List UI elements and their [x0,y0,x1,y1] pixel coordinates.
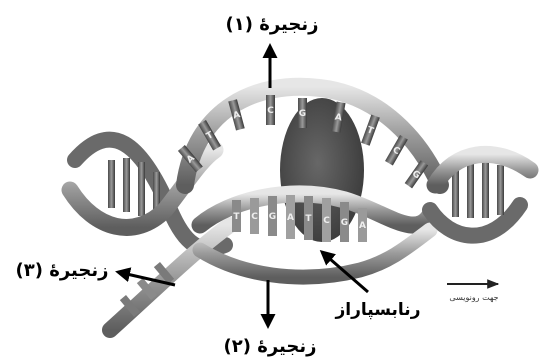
rung [482,160,489,218]
base [286,195,295,239]
base [228,99,245,131]
label-strand-2: زنجیرهٔ (۲) [224,280,317,357]
base-letter: T [305,214,312,224]
base-letter: A [334,113,343,124]
strand-3-rna [102,217,238,338]
right-helix-backstrand [422,197,528,244]
rung [138,162,145,216]
rna-base [136,278,158,300]
base-letter: A [232,110,241,121]
rna-base [119,295,141,317]
base [198,120,221,151]
right-helix-frontstrand [426,145,539,194]
base [268,196,277,236]
rung [497,165,504,215]
base [304,196,313,240]
base [266,95,275,125]
base [404,160,429,189]
rna-base [153,262,175,284]
label-strand-3: زنجیرهٔ (۳) [16,260,176,287]
transcription-direction: جهت رونویسی [447,279,500,302]
right-helix [422,145,539,244]
right-helix-rungs [452,160,504,218]
direction-label: جهت رونویسی [449,293,498,302]
rung [153,172,160,220]
enzyme-arrow [319,250,369,294]
strand-3-arrow [115,267,176,287]
base-letter: C [391,145,402,157]
base-letter: G [341,218,348,228]
strand-2-backbone [191,185,439,234]
label-strand-1: زنجیرهٔ (۱) [226,14,319,88]
base [385,135,408,166]
base-letter: A [185,153,197,165]
strand-2-label: زنجیرهٔ (۲) [224,336,317,357]
base [322,198,331,242]
base-letter: G [269,212,276,222]
base-letter: A [287,213,294,223]
base-letter: G [410,169,422,181]
rung [467,160,474,218]
label-enzyme: رنابسپاراز [319,250,421,320]
base [361,114,380,146]
base-letter: T [233,212,240,222]
enzyme-label: رنابسپاراز [335,300,421,320]
strand-3-label: زنجیرهٔ (۳) [16,260,109,281]
rung [123,158,130,212]
left-helix-rungs [108,158,160,220]
strand-1-label: زنجیرهٔ (۱) [226,14,319,35]
base [232,200,241,232]
base-letter: C [267,106,274,116]
strand-3-backbone [102,217,238,338]
base [358,208,367,242]
base [331,101,346,133]
base-letter: C [323,216,330,226]
base [177,145,203,173]
rung [452,165,459,217]
base-letter: C [251,212,258,222]
base [250,198,259,234]
base-letter: A [359,221,366,231]
base [298,98,307,128]
rung [108,160,115,208]
base-letter: G [299,109,306,119]
base-letter: T [205,130,216,142]
base [340,202,349,242]
base-letter: T [366,125,376,137]
